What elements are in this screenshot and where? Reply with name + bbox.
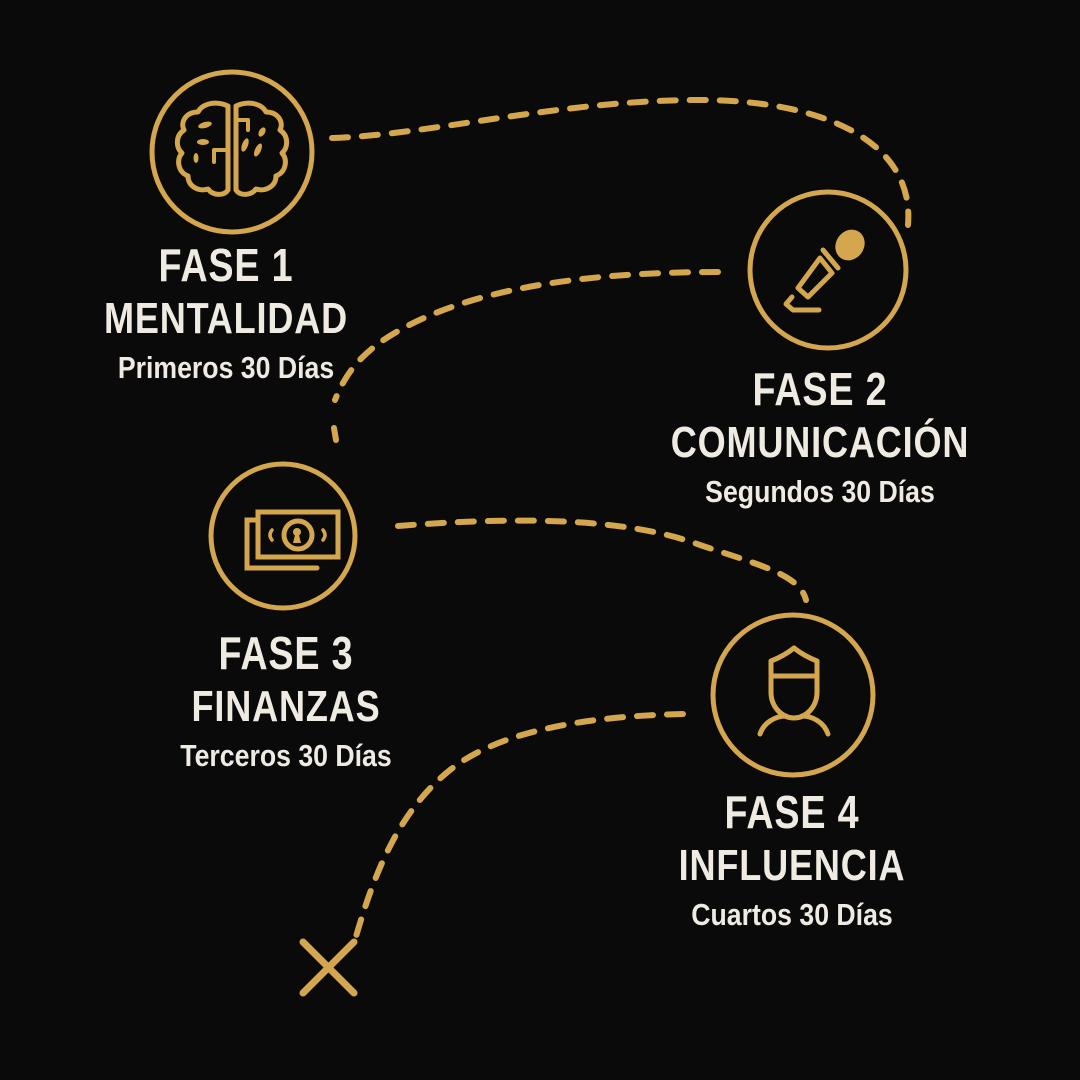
dashed-path-3-4 — [395, 517, 809, 603]
phase-3-title: FASE 3 — [218, 627, 354, 679]
phase-4-title: FASE 4 — [724, 786, 860, 838]
phase-1-circle — [149, 69, 315, 235]
phase-1-label: FASE 1 MENTALIDAD Primeros 30 Días — [77, 238, 375, 388]
phase-1-period: Primeros 30 Días — [117, 350, 335, 385]
phase-4-circle — [710, 612, 876, 778]
dashed-path-4-end — [352, 711, 686, 943]
person-icon — [757, 645, 831, 737]
phase-4-period: Cuartos 30 Días — [691, 897, 893, 932]
brain-icon — [174, 100, 290, 197]
x-marker-icon — [299, 938, 358, 997]
phase-1-name: MENTALIDAD — [103, 294, 349, 343]
phase-2-title: FASE 2 — [752, 363, 888, 415]
microphone-icon — [783, 229, 865, 313]
phase-3-circle — [208, 461, 358, 611]
dashed-path-2-3-tail — [331, 425, 339, 443]
phase-3-label: FASE 3 FINANZAS Terceros 30 Días — [163, 626, 409, 776]
phase-3-name: FINANZAS — [191, 682, 381, 731]
phase-2-circle — [747, 189, 909, 351]
dashed-path-1-2 — [329, 96, 912, 228]
phase-2-period: Segundos 30 Días — [705, 474, 935, 509]
phase-2-label: FASE 2 COMUNICACIÓN Segundos 30 Días — [638, 362, 1002, 512]
phase-3-period: Terceros 30 Días — [180, 738, 392, 773]
money-icon — [244, 509, 341, 571]
phase-4-name: INFLUENCIA — [678, 841, 906, 890]
phase-2-name: COMUNICACIÓN — [670, 418, 970, 467]
dashed-path-2-3 — [332, 269, 721, 403]
phase-4-label: FASE 4 INFLUENCIA Cuartos 30 Días — [654, 785, 930, 935]
phase-1-title: FASE 1 — [158, 239, 294, 291]
